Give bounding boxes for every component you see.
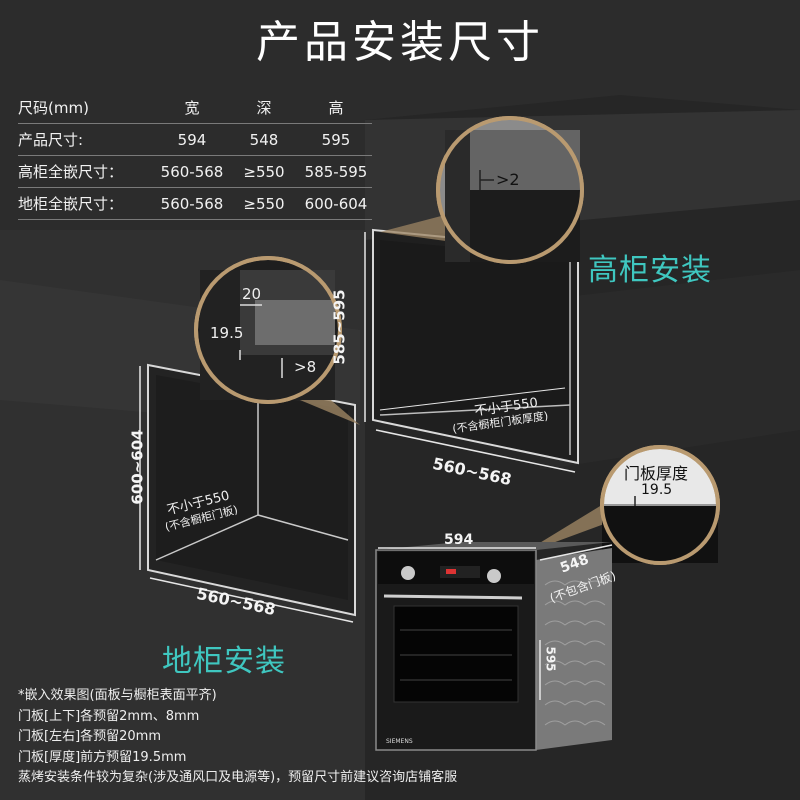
table-row: 地柜全嵌尺寸： 560-568 ≥550 600-604 [18, 187, 372, 220]
table-cell: 560-568 [156, 155, 228, 188]
header-cell: 高 [300, 92, 372, 124]
table-cell: 595 [300, 123, 372, 156]
tall-gap-top: >2 [496, 170, 520, 189]
oven-height-dim: 595 [543, 646, 558, 672]
note-line: 门板[上下]各预留2mm、8mm [18, 708, 200, 724]
callout-oven-door [520, 445, 720, 565]
table-cell: ≥550 [228, 155, 300, 188]
base-cabinet-label: 地柜安装 [162, 644, 286, 679]
note-line: *嵌入效果图(面板与橱柜表面平齐) [18, 688, 217, 703]
page-title: 产品安装尺寸 [256, 17, 544, 68]
brand-logo: SIEMENS [386, 738, 413, 745]
header-cell: 深 [228, 92, 300, 124]
table-header-row: 尺码(mm) 宽 深 高 [18, 92, 372, 124]
tall-height-dim: 585~595 [330, 289, 349, 365]
table-cell: 585-595 [300, 155, 372, 188]
spec-table: 尺码(mm) 宽 深 高 产品尺寸: 594 548 595 高柜全嵌尺寸： 5… [18, 92, 372, 220]
base-gap-side: 19.5 [210, 324, 244, 342]
oven-graphic [375, 542, 613, 751]
tall-cabinet-label: 高柜安装 [588, 253, 712, 288]
base-gap-top: 20 [242, 285, 262, 303]
oven-width-dim: 594 [444, 532, 474, 548]
base-cabinet-opening [147, 363, 356, 617]
note-line: 门板[厚度]前方预留19.5mm [18, 749, 187, 765]
base-gap-bottom: >8 [294, 358, 317, 376]
callout-top-right [380, 116, 584, 264]
table-cell: 高柜全嵌尺寸： [18, 155, 156, 188]
note-line: 门板[左右]各预留20mm [18, 729, 162, 744]
base-height-dim: 600~604 [128, 429, 147, 505]
table-cell: 产品尺寸: [18, 123, 156, 156]
callout-left [194, 256, 360, 425]
table-row: 产品尺寸: 594 548 595 [18, 123, 372, 156]
table-row: 高柜全嵌尺寸： 560-568 ≥550 585-595 [18, 155, 372, 188]
table-cell: ≥550 [228, 187, 300, 220]
table-cell: 600-604 [300, 187, 372, 220]
table-cell: 548 [228, 123, 300, 156]
tall-cabinet-opening [372, 228, 579, 465]
door-thickness-value: 19.5 [641, 482, 673, 498]
header-cell: 宽 [156, 92, 228, 124]
table-cell: 560-568 [156, 187, 228, 220]
door-thickness-label: 门板厚度 [624, 464, 689, 483]
header-cell: 尺码(mm) [18, 92, 156, 124]
table-cell: 地柜全嵌尺寸： [18, 187, 156, 220]
note-line: 蒸烤安装条件较为复杂(涉及通风口及电源等)，预留尺寸前建议咨询店铺客服 [18, 770, 458, 785]
table-cell: 594 [156, 123, 228, 156]
notes-block: *嵌入效果图(面板与橱柜表面平齐) 门板[上下]各预留2mm、8mm 门板[左右… [18, 686, 638, 789]
